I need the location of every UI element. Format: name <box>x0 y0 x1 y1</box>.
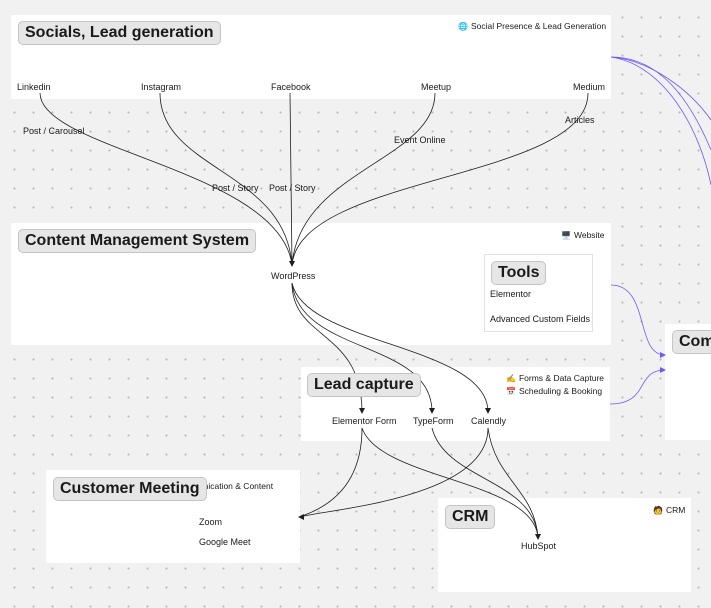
node-hubspot: HubSpot <box>521 541 557 551</box>
link-socials-communication-1 <box>610 56 711 151</box>
customer-meeting-title: Customer Meeting <box>53 477 207 501</box>
cms-tag: 🖥️Website <box>561 230 605 240</box>
link-socials-communication-3 <box>610 56 711 121</box>
crm-title: CRM <box>445 505 496 529</box>
node-typeform: TypeForm <box>413 416 454 426</box>
lead-capture-tag-forms-text: Forms & Data Capture <box>518 373 604 383</box>
lead-capture-title: Lead capture <box>307 373 421 397</box>
node-zoom: Zoom <box>199 517 223 527</box>
person-icon: 🧑 <box>653 506 663 515</box>
crm-tag: 🧑CRM <box>653 505 685 515</box>
lead-capture-tag-scheduling-text: Scheduling & Booking <box>518 386 603 396</box>
format-event-online: Event Online <box>394 135 446 145</box>
socials-title: Socials, Lead generation <box>18 21 221 45</box>
channel-meetup: Meetup <box>421 82 452 92</box>
tool-elementor: Elementor <box>490 289 532 299</box>
cms-title: Content Management System <box>18 229 257 253</box>
node-calendly: Calendly <box>471 416 507 426</box>
channel-linkedin: Linkedin <box>17 82 51 92</box>
cms-tag-text: Website <box>573 230 605 240</box>
crm-tag-text: CRM <box>665 505 686 515</box>
globe-icon: 🌐 <box>458 22 468 31</box>
socials-tag: 🌐Social Presence & Lead Generation <box>458 21 606 31</box>
format-articles: Articles <box>565 115 595 125</box>
channel-medium: Medium <box>573 82 606 92</box>
link-elementor-form-meeting <box>299 427 363 518</box>
monitor-icon: 🖥️ <box>561 231 571 240</box>
node-google-meet: Google Meet <box>199 537 251 547</box>
lead-capture-tag-forms: ✍️Forms & Data Capture <box>506 373 604 383</box>
node-wordpress: WordPress <box>271 271 316 281</box>
tool-advanced-custom-fields: Advanced Custom Fields <box>490 314 591 324</box>
link-lead-capture-communication <box>609 369 666 405</box>
tools-title: Tools <box>491 261 547 285</box>
format-post-carousel: Post / Carousel <box>23 126 85 136</box>
node-elementor-form: Elementor Form <box>332 416 397 426</box>
link-socials-communication-2 <box>610 56 711 186</box>
link-tools-communication <box>610 284 666 356</box>
socials-tag-text: Social Presence & Lead Generation <box>470 21 607 31</box>
channel-facebook: Facebook <box>271 82 311 92</box>
customer-meeting-tag: ommunication & Content <box>180 481 274 491</box>
channel-instagram: Instagram <box>141 82 182 92</box>
calendar-icon: 📅 <box>506 387 516 396</box>
format-post-story-instagram: Post / Story <box>212 183 259 193</box>
communication-title: Comm <box>672 330 711 354</box>
format-post-story-facebook: Post / Story <box>269 183 316 193</box>
lead-capture-tag-scheduling: 📅Scheduling & Booking <box>506 386 602 396</box>
writing-hand-icon: ✍️ <box>506 374 516 383</box>
